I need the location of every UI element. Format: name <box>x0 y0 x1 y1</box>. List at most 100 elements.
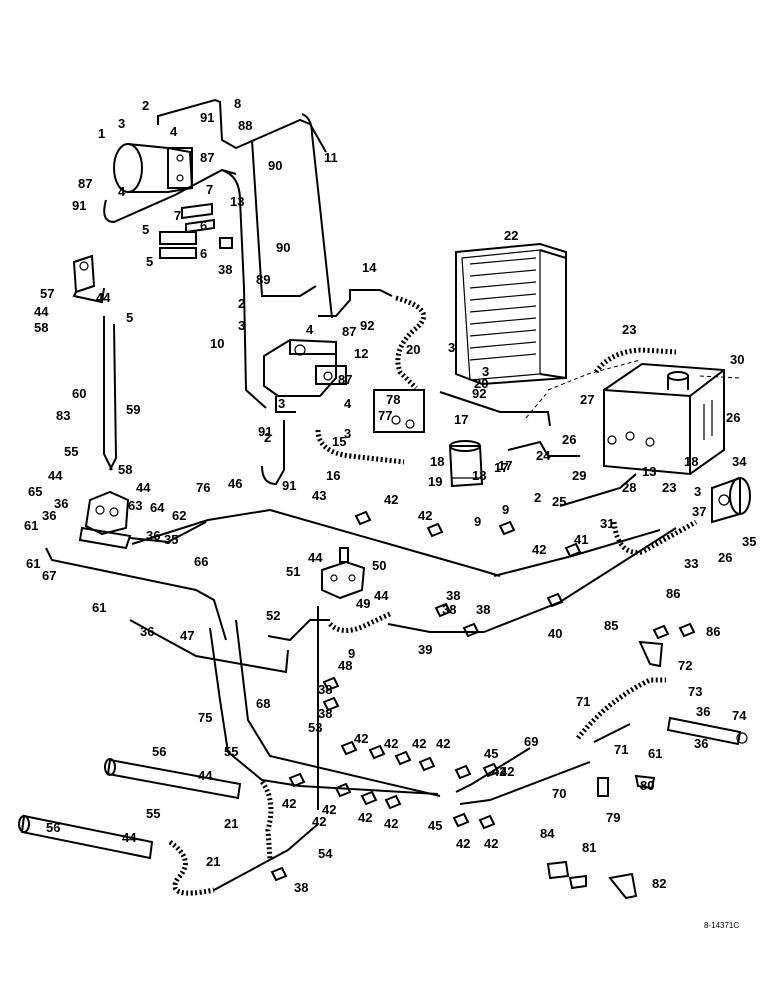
callout-label: 42 <box>384 736 398 751</box>
callout-label: 7 <box>174 208 181 223</box>
hose-92-upper <box>395 295 427 390</box>
callout-label: 44 <box>34 304 49 319</box>
callout-label: 3 <box>694 484 701 499</box>
tube-46 <box>131 509 271 545</box>
callout-label: 42 <box>384 492 398 507</box>
callout-label: 14 <box>362 260 377 275</box>
ref-line-cooler <box>525 393 547 419</box>
hose-49 <box>328 611 392 633</box>
callout-label: 24 <box>536 448 551 463</box>
callout-label: 11 <box>324 150 338 165</box>
hose-23-upper <box>593 347 677 374</box>
callout-label: 36 <box>54 496 68 511</box>
callout-label: 13 <box>230 194 244 209</box>
callout-label: 75 <box>198 710 212 725</box>
callout-label: 42 <box>456 836 470 851</box>
callout-label: 42 <box>500 764 514 779</box>
callout-label: 3 <box>482 364 489 379</box>
callout-label: 68 <box>256 696 270 711</box>
callout-label: 9 <box>348 646 355 661</box>
callout-label: 19 <box>428 474 442 489</box>
tube-59 <box>109 323 118 471</box>
callout-label: 4 <box>306 322 314 337</box>
bracket-84 <box>546 860 570 880</box>
callout-label: 21 <box>206 854 220 869</box>
callout-label: 29 <box>572 468 586 483</box>
hose-71 <box>576 677 666 740</box>
pump-assembly <box>103 143 245 289</box>
callout-label: 67 <box>42 568 56 583</box>
callout-label: 18 <box>684 454 698 469</box>
tube-70 <box>459 761 591 805</box>
callout-label: 23 <box>622 322 636 337</box>
callout-label: 4 <box>344 396 352 411</box>
callout-label: 61 <box>24 518 38 533</box>
callout-label: 92 <box>472 386 486 401</box>
callout-label: 73 <box>688 684 702 699</box>
valve-50 <box>321 547 366 600</box>
callout-label: 88 <box>238 118 252 133</box>
callout-label: 7 <box>206 182 213 197</box>
callout-label: 44 <box>96 290 111 305</box>
callout-label: 2 <box>534 490 541 505</box>
callout-label: 38 <box>218 262 232 277</box>
callout-label: 91 <box>258 424 272 439</box>
callout-label: 42 <box>436 736 450 751</box>
hose-16 <box>315 429 405 465</box>
callout-label: 54 <box>318 846 333 861</box>
callout-label: 90 <box>276 240 290 255</box>
tube-48 <box>267 619 330 642</box>
axle-56-upper <box>104 758 242 800</box>
callout-label: 9 <box>502 502 509 517</box>
callout-label: 55 <box>224 744 238 759</box>
callout-label: 27 <box>580 392 594 407</box>
callout-label: 81 <box>582 840 596 855</box>
callout-label: 30 <box>730 352 744 367</box>
callout-label: 26 <box>562 432 576 447</box>
tube-71-lower <box>593 723 631 743</box>
callout-label: 87 <box>78 176 92 191</box>
callout-label: 44 <box>122 830 137 845</box>
callout-label: 44 <box>136 480 151 495</box>
callout-label: 86 <box>706 624 720 639</box>
callout-label: 55 <box>64 444 78 459</box>
callout-label: 91 <box>72 198 86 213</box>
callout-label: 42 <box>532 542 546 557</box>
callout-label: 69 <box>524 734 538 749</box>
callout-label: 6 <box>200 218 207 233</box>
callout-label: 55 <box>146 806 160 821</box>
callout-label: 44 <box>198 768 213 783</box>
callout-label: 3 <box>344 426 351 441</box>
callout-label: 92 <box>360 318 374 333</box>
callout-label: 15 <box>332 434 346 449</box>
callout-label: 38 <box>442 602 456 617</box>
callout-label: 76 <box>196 480 210 495</box>
callout-label: 50 <box>372 558 386 573</box>
callout-label: 25 <box>552 494 566 509</box>
hose-21-lower <box>168 839 215 896</box>
callout-label: 42 <box>354 731 368 746</box>
cylinder-57 <box>72 254 105 304</box>
drawing-reference: 8-14371C <box>704 921 739 930</box>
callout-label: 42 <box>322 802 336 817</box>
filter-19 <box>448 440 484 488</box>
callout-label: 9 <box>474 514 481 529</box>
callout-label: 82 <box>652 876 666 891</box>
tube-10 <box>243 287 267 409</box>
cylinder-74 <box>666 716 748 746</box>
callout-label: 3 <box>278 396 285 411</box>
callout-label: 56 <box>152 744 166 759</box>
callout-label: 44 <box>308 550 323 565</box>
callout-label: 38 <box>294 880 308 895</box>
callout-label: 33 <box>684 556 698 571</box>
callout-label: 38 <box>318 682 332 697</box>
clamp-set <box>159 202 233 259</box>
callout-label: 16 <box>326 468 340 483</box>
callout-label: 71 <box>576 694 590 709</box>
callout-label: 62 <box>172 508 186 523</box>
callout-label: 60 <box>72 386 86 401</box>
bracket-85 <box>638 640 664 668</box>
motor-34 <box>711 476 751 524</box>
callout-label: 42 <box>358 810 372 825</box>
callout-label: 42 <box>412 736 426 751</box>
